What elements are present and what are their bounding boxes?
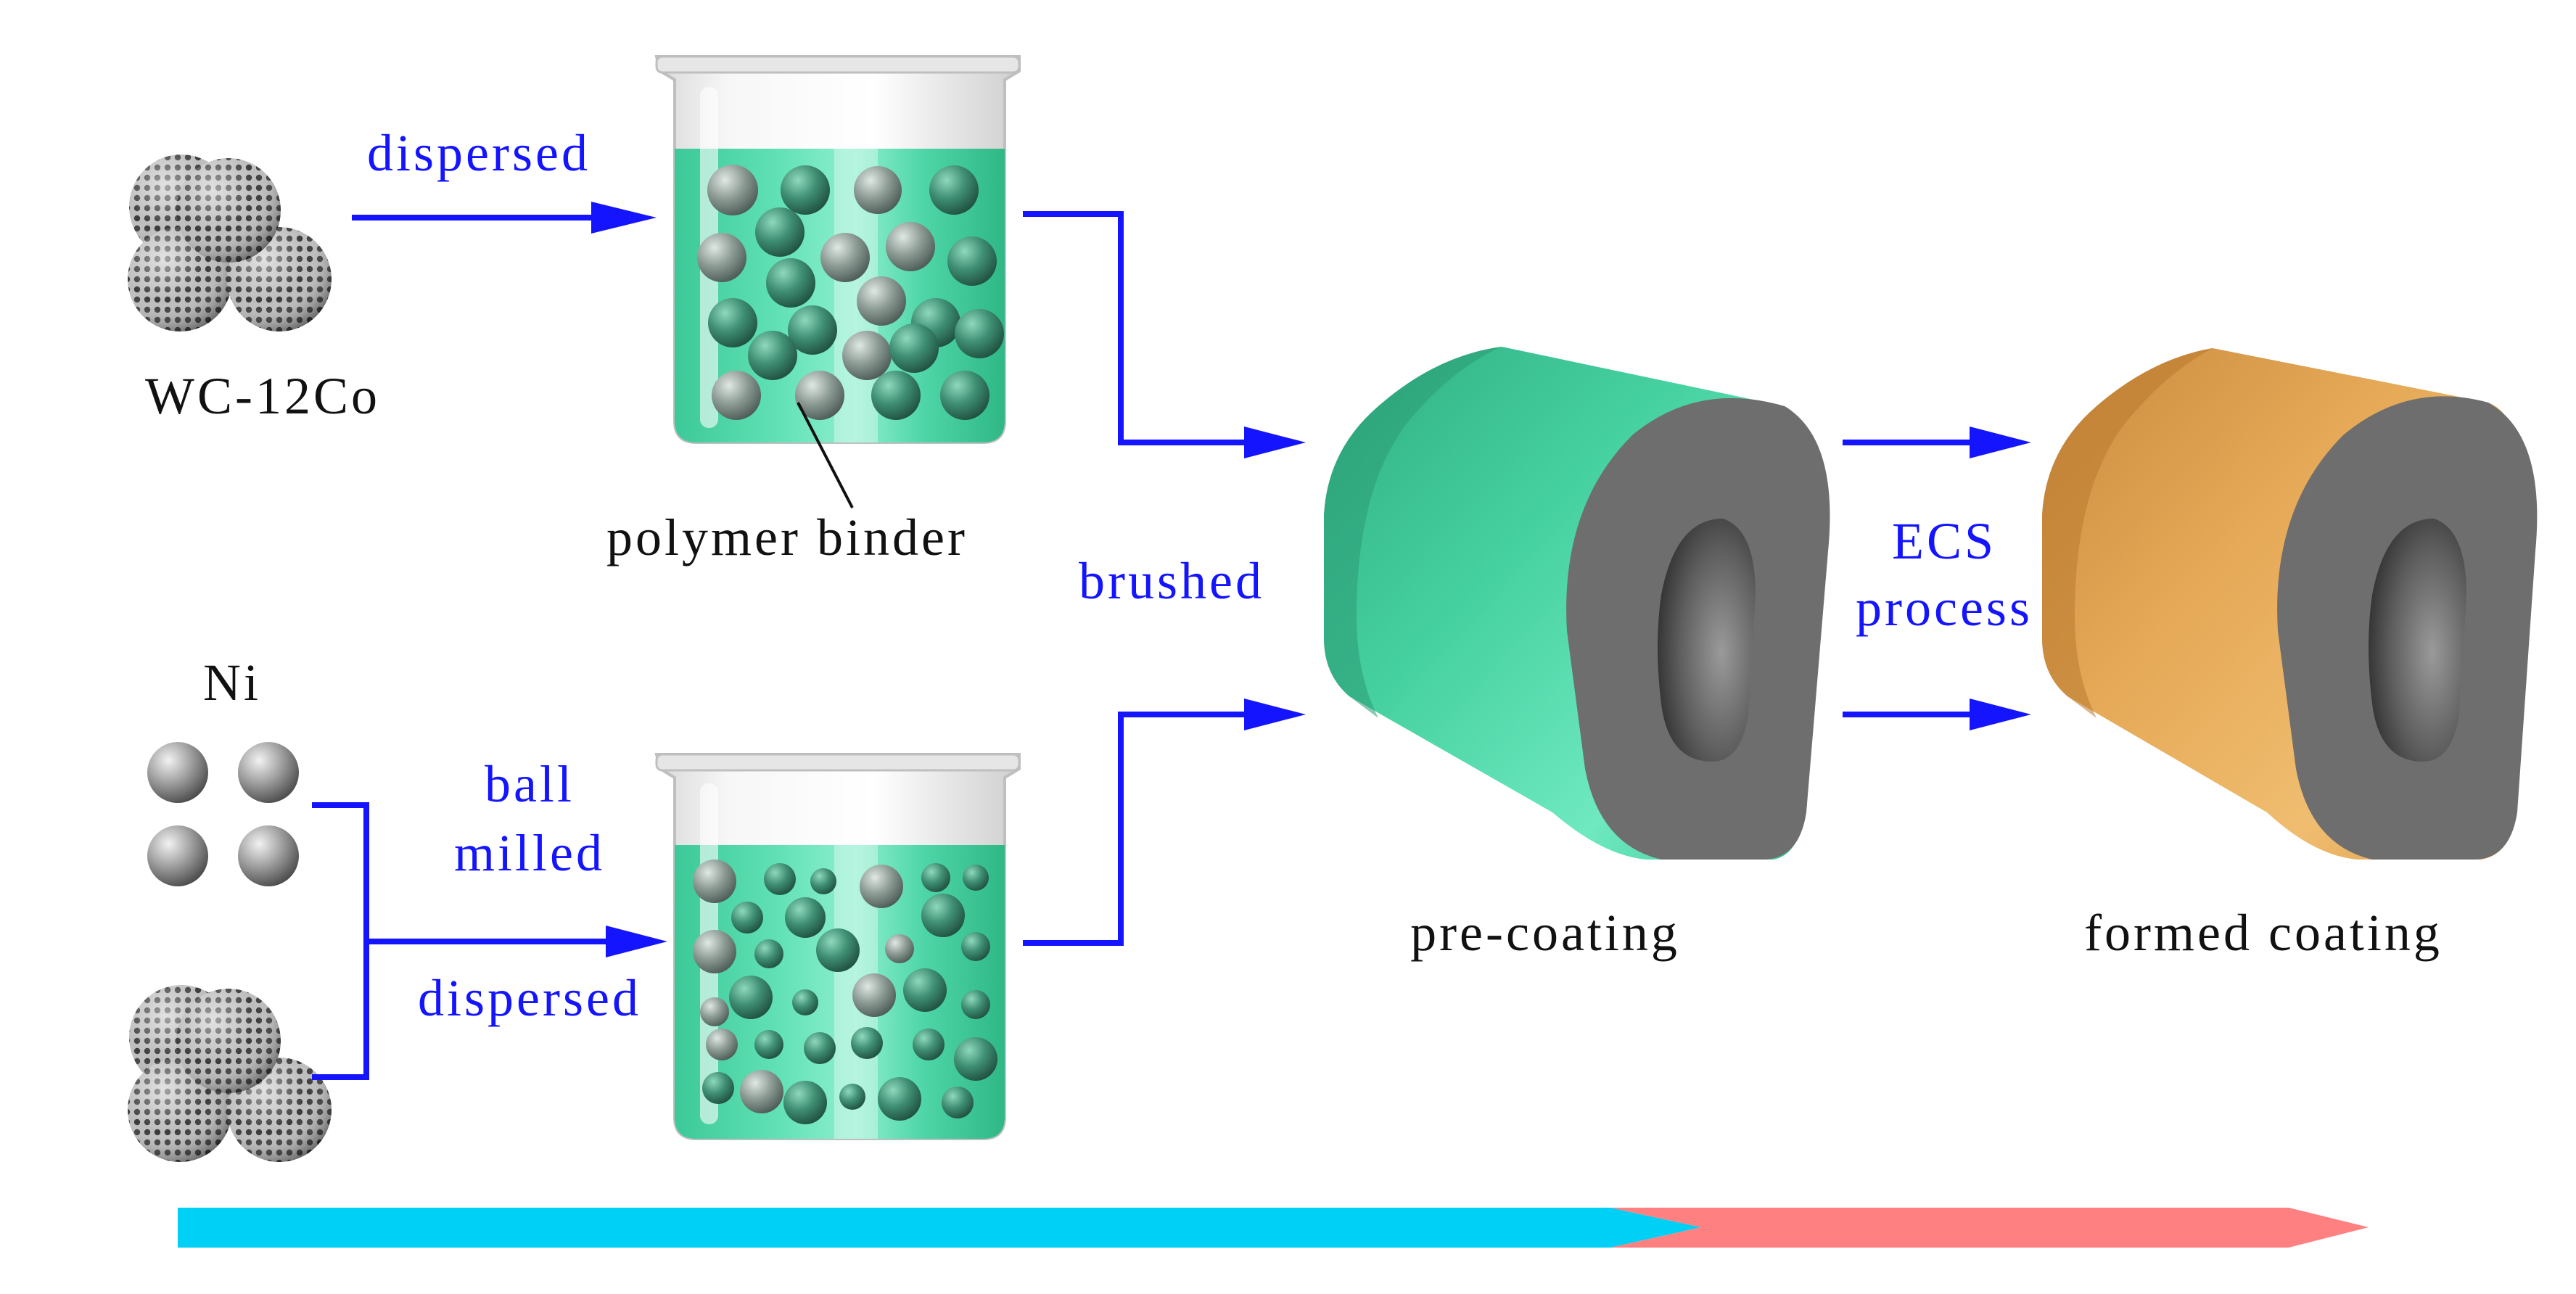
pre-coating-cylinder-icon [1324,347,1830,860]
milled-label: milled [454,824,605,882]
ni-label: Ni [203,654,261,712]
timeline-stage-2 [1610,1208,2369,1248]
wc-12co-particles-icon [128,154,332,331]
ball-label: ball [485,755,575,813]
polymer-binder-pointer [797,402,854,508]
arrow-ball-milled [312,802,667,1080]
wc-12co-particles-icon-bottom [128,985,332,1162]
arrow-ecs-top [1843,426,2031,458]
dispersed-bottom-label: dispersed [418,969,641,1027]
arrow-dispersed-top [352,202,657,234]
formed-coating-cylinder-icon [2042,348,2538,860]
arrow-beaker2-to-precoating [1023,698,1306,946]
process-label: process [1856,579,2033,637]
brushed-label: brushed [1079,552,1264,610]
pre-coating-label: pre-coating [1410,904,1680,962]
ecs-label: ECS [1892,512,1996,570]
timeline-stage-1 [178,1208,1701,1248]
dispersed-top-label: dispersed [367,124,590,182]
beaker-icon-top [654,55,1021,444]
wc-12co-label: WC-12Co [145,367,380,425]
ni-particles-icon [147,742,299,886]
beaker-icon-bottom [654,753,1021,1140]
arrow-ecs-bottom [1843,698,2031,730]
polymer-binder-label: polymer binder [606,508,968,566]
timeline-bar [178,1208,2369,1248]
formed-coating-label: formed coating [2084,904,2443,962]
arrow-beaker1-to-precoating [1023,211,1306,458]
